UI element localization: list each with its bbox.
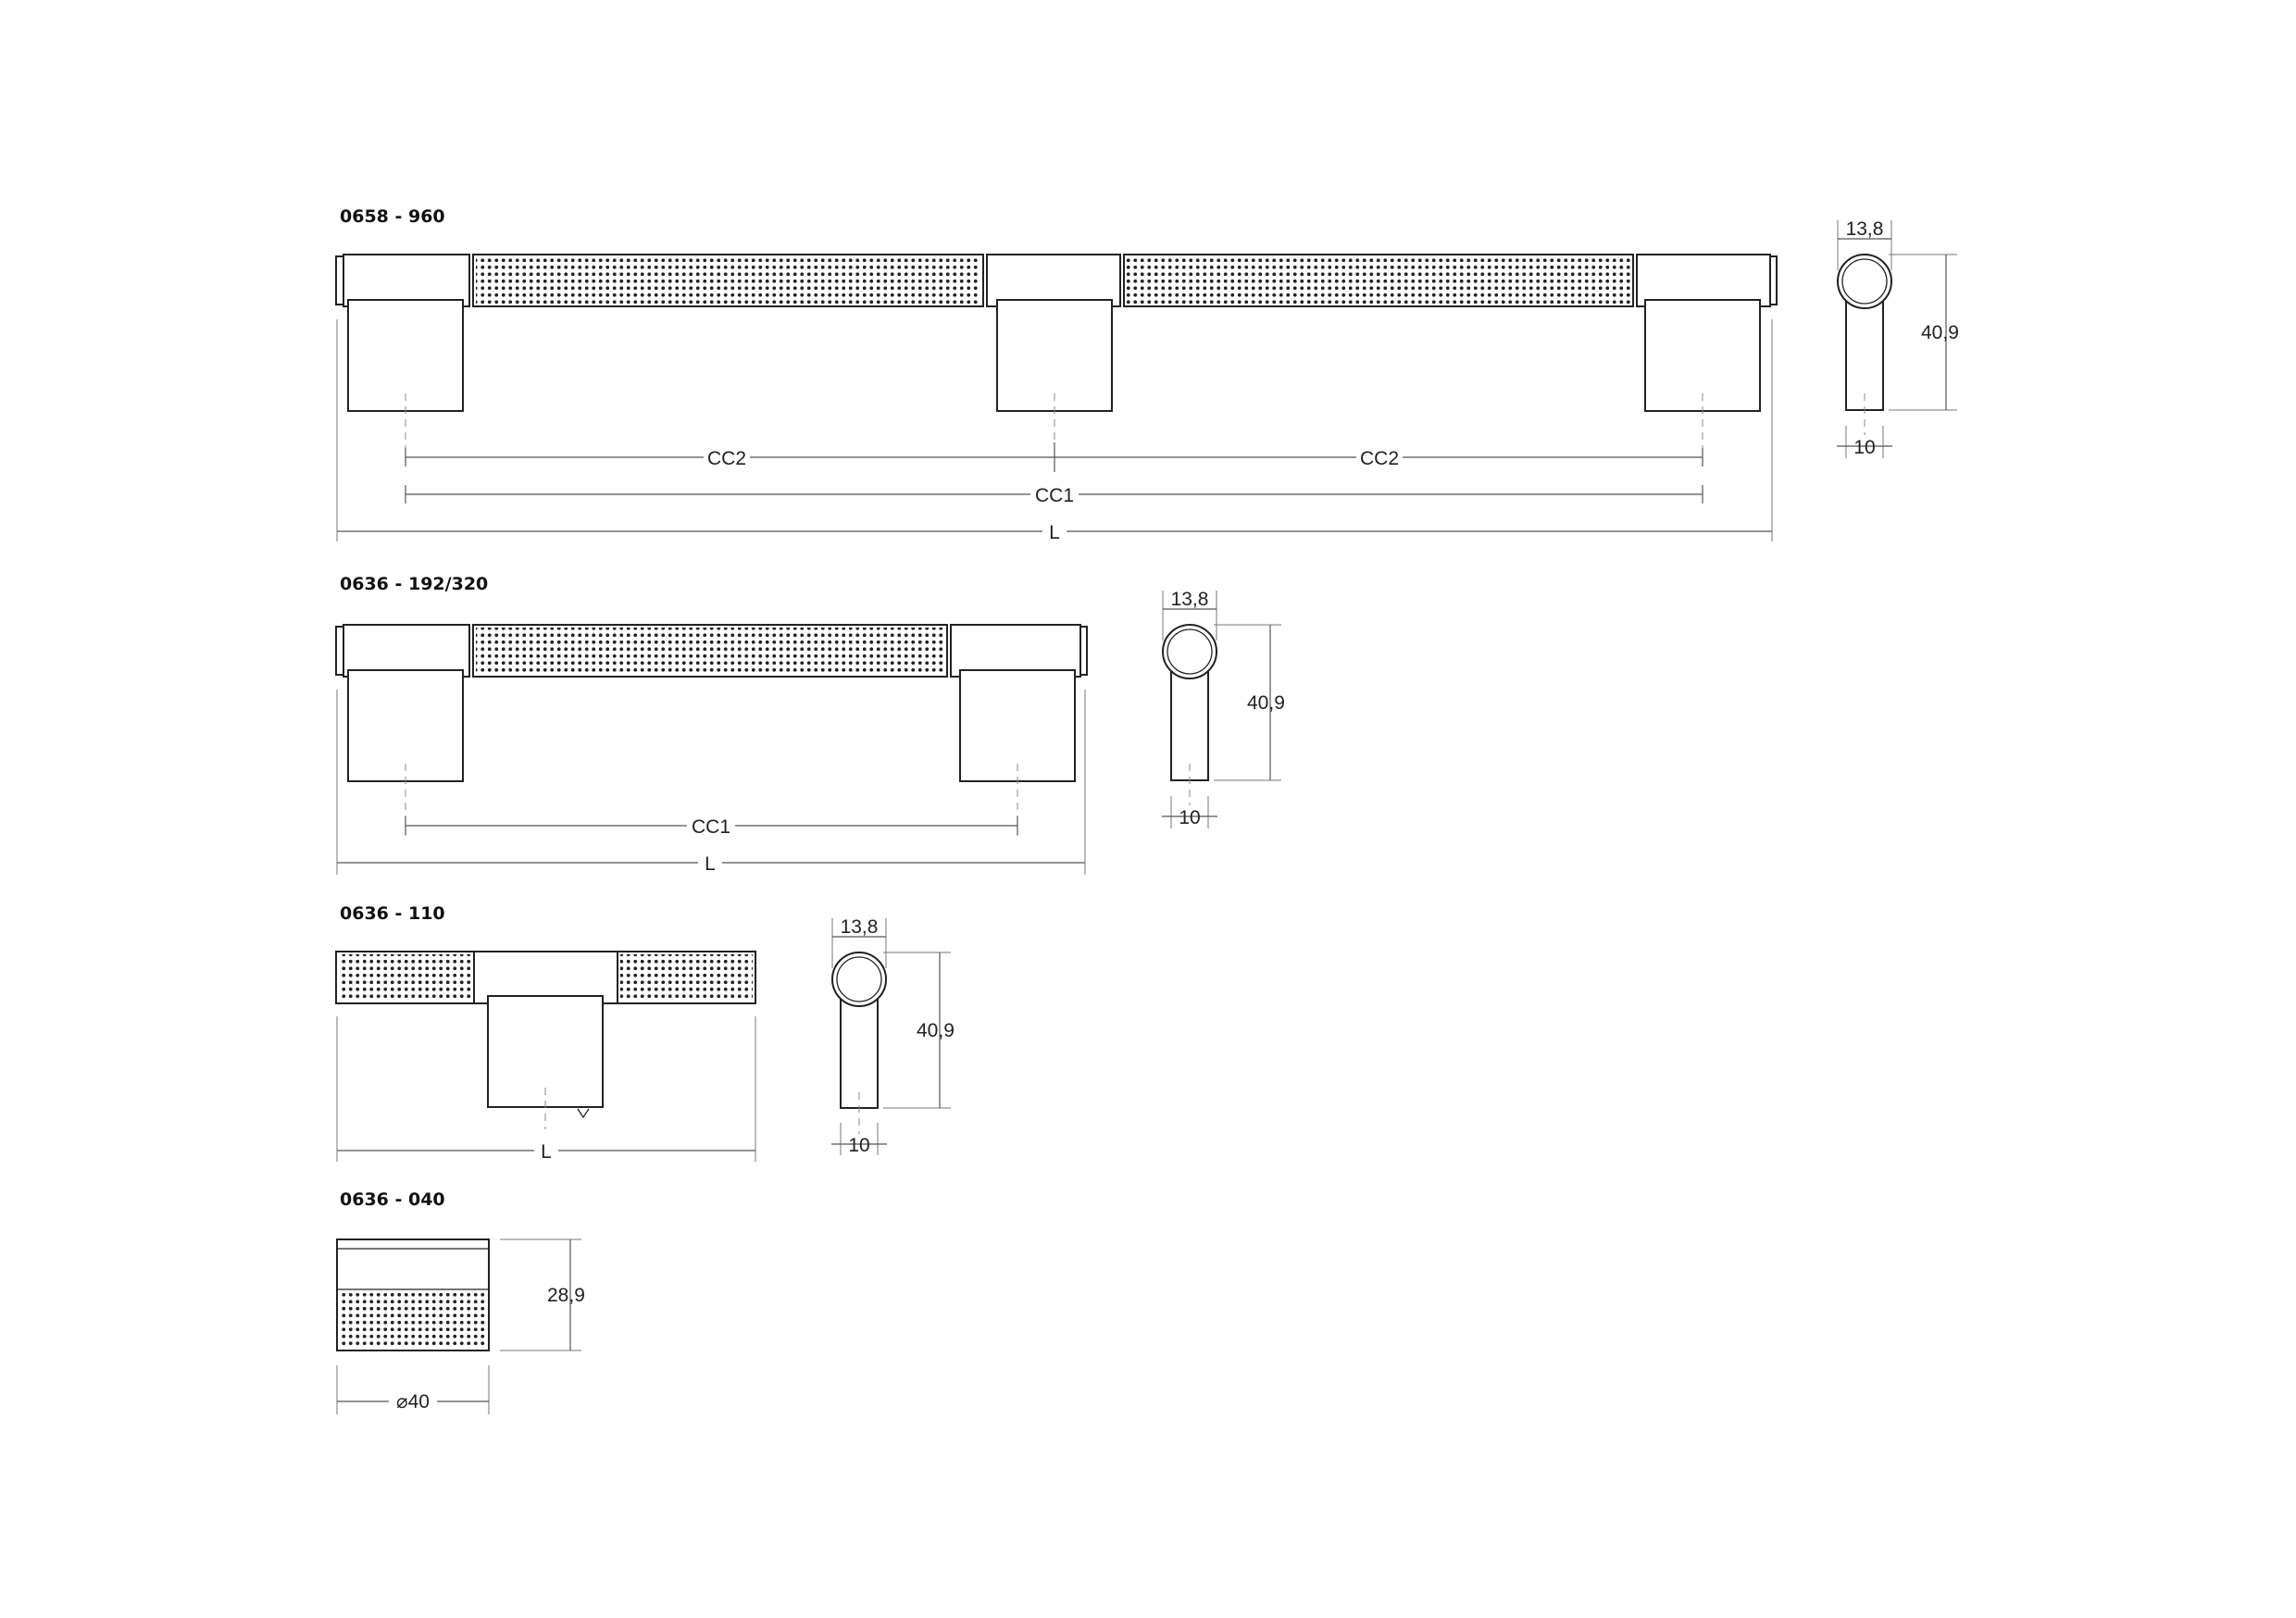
dot-knurl-pattern (1127, 257, 1630, 304)
handle-side-view: 13,8 40,9 10 (1837, 218, 1959, 458)
handle-side-view: 13,8 40,9 10 (1162, 589, 1285, 828)
dimension-lines: L (336, 1016, 756, 1164)
dot-knurl-pattern (620, 954, 753, 1001)
dimension-label-height: 28,9 (547, 1285, 585, 1306)
dimension-label-bottom-width: 10 (848, 1135, 869, 1156)
dot-knurl-pattern (339, 954, 471, 1001)
knob-front-view (336, 1238, 490, 1351)
smooth-sleeve (473, 951, 618, 1004)
dot-knurl-pattern (476, 628, 944, 674)
dimension-label-height: 40,9 (917, 1020, 955, 1041)
dimension-label-cc1: CC1 (692, 816, 730, 838)
dimension-label-l: L (541, 1141, 552, 1163)
product-0636-192-320: 0636 - 192/320 CC1 L (335, 574, 1285, 876)
dimension-label-l: L (1049, 522, 1060, 543)
dimension-label-cc2: CC2 (707, 448, 746, 469)
mounting-foot (996, 299, 1113, 412)
dimension-label-diameter: ⌀40 (396, 1391, 430, 1413)
side-bar-profile (1162, 624, 1217, 679)
mounting-foot (1644, 299, 1761, 412)
dot-knurl-pattern (476, 257, 980, 304)
dimension-label-top-width: 13,8 (1846, 218, 1884, 240)
dimension-label-height: 40,9 (1921, 322, 1959, 343)
product-title: 0636 - 192/320 (340, 574, 488, 594)
side-bar-inner (836, 956, 882, 1002)
dimension-label-top-width: 13,8 (1171, 589, 1209, 610)
dimension-label-cc2: CC2 (1360, 448, 1399, 469)
smooth-sleeve (950, 624, 1081, 678)
dimension-label-l: L (705, 853, 716, 875)
product-0636-040: 0636 - 040 28,9 ⌀40 (336, 1189, 585, 1414)
dimension-label-bottom-width: 10 (1179, 807, 1200, 828)
product-title: 0636 - 110 (340, 903, 445, 924)
smooth-sleeve (343, 624, 470, 678)
smooth-sleeve (986, 254, 1121, 307)
mounting-foot (347, 299, 464, 412)
side-bar-profile (831, 952, 887, 1007)
side-bar-inner (1167, 629, 1213, 675)
handle-front-view (335, 951, 756, 1129)
product-0636-110: 0636 - 110 L 13,8 (335, 903, 955, 1164)
product-title: 0636 - 040 (340, 1189, 445, 1210)
dimension-label-cc1: CC1 (1035, 485, 1074, 506)
product-title: 0658 - 960 (340, 206, 445, 227)
handle-front-view (335, 254, 1778, 467)
handle-side-view: 13,8 40,9 10 (831, 916, 955, 1156)
dimension-lines: CC1 L (336, 690, 1086, 876)
handle-front-view (335, 624, 1088, 838)
mounting-foot (347, 669, 464, 782)
side-bar-inner (1841, 258, 1888, 305)
dimension-label-height: 40,9 (1247, 692, 1285, 714)
dimension-lines: 28,9 ⌀40 (336, 1238, 585, 1414)
product-0658-960: 0658 - 960 (335, 206, 1959, 544)
smooth-sleeve (1636, 254, 1771, 307)
side-bar-profile (1837, 254, 1892, 309)
dimension-label-bottom-width: 10 (1853, 437, 1875, 458)
smooth-sleeve (343, 254, 470, 307)
dimension-label-top-width: 13,8 (841, 916, 879, 938)
dimension-lines: CC2 CC2 CC1 L (336, 319, 1773, 544)
marker-arrow (577, 1108, 590, 1119)
dot-knurl-pattern (339, 1293, 487, 1349)
